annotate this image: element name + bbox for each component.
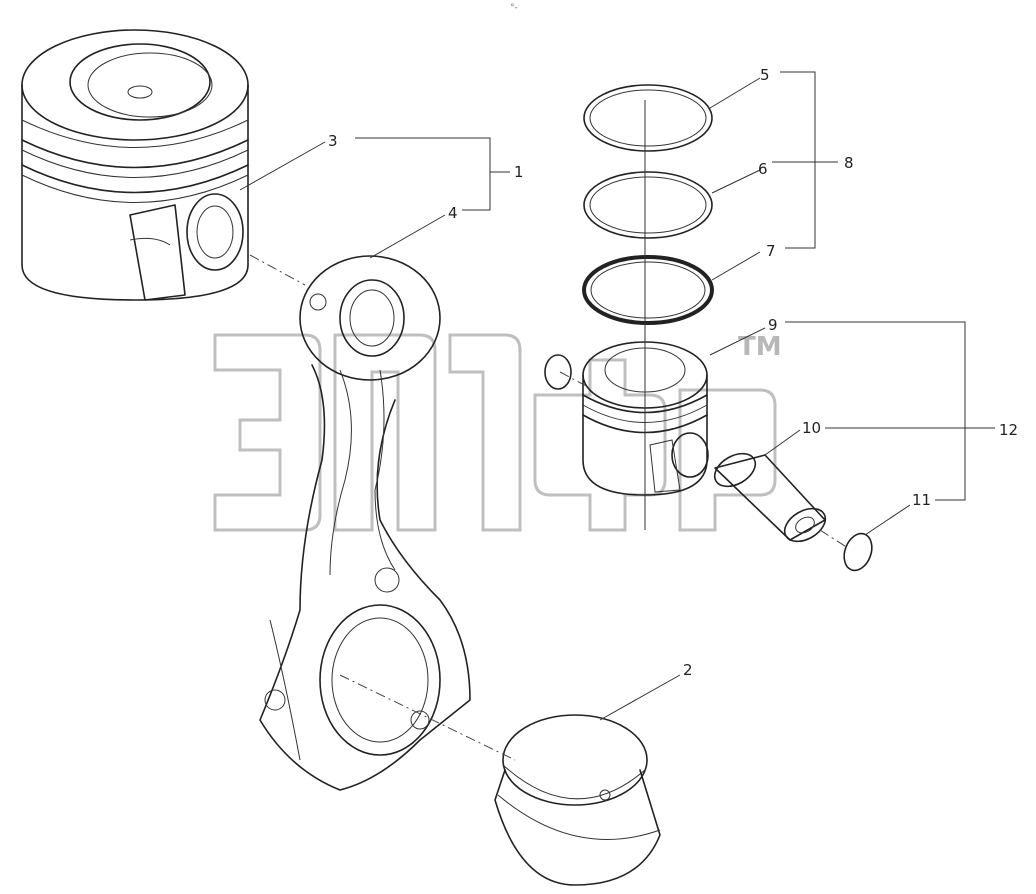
leader-lines	[239, 71, 995, 721]
callout-10: 10	[802, 419, 821, 437]
callout-4: 4	[448, 204, 458, 222]
top-mark: °-	[510, 3, 518, 13]
callout-8: 8	[844, 154, 854, 172]
callout-9: 9	[768, 316, 778, 334]
callout-11: 11	[912, 491, 931, 509]
axis-piston-rod	[249, 254, 306, 286]
connecting-rod	[259, 255, 471, 791]
piston-ring-7	[582, 255, 714, 325]
callout-1: 1	[514, 163, 524, 181]
callout-6: 6	[758, 160, 768, 178]
callout-2: 2	[683, 661, 693, 679]
circlip-right	[843, 532, 873, 572]
callout-7: 7	[766, 242, 776, 260]
piston-pin	[713, 452, 827, 543]
axis-bearing	[339, 674, 516, 761]
callout-5: 5	[760, 66, 770, 84]
axis-pin	[819, 529, 849, 549]
axis-circlip	[559, 371, 591, 389]
bearing-shell	[494, 714, 661, 886]
callout-3: 3	[328, 132, 338, 150]
circlip-left	[544, 354, 572, 390]
piston-large	[21, 29, 249, 301]
trademark-mark: TM	[738, 332, 782, 362]
piston-ring-6	[583, 171, 713, 239]
callout-12: 12	[999, 421, 1018, 439]
piston-ring-5	[583, 84, 713, 152]
watermark-logo: TM	[213, 332, 782, 532]
